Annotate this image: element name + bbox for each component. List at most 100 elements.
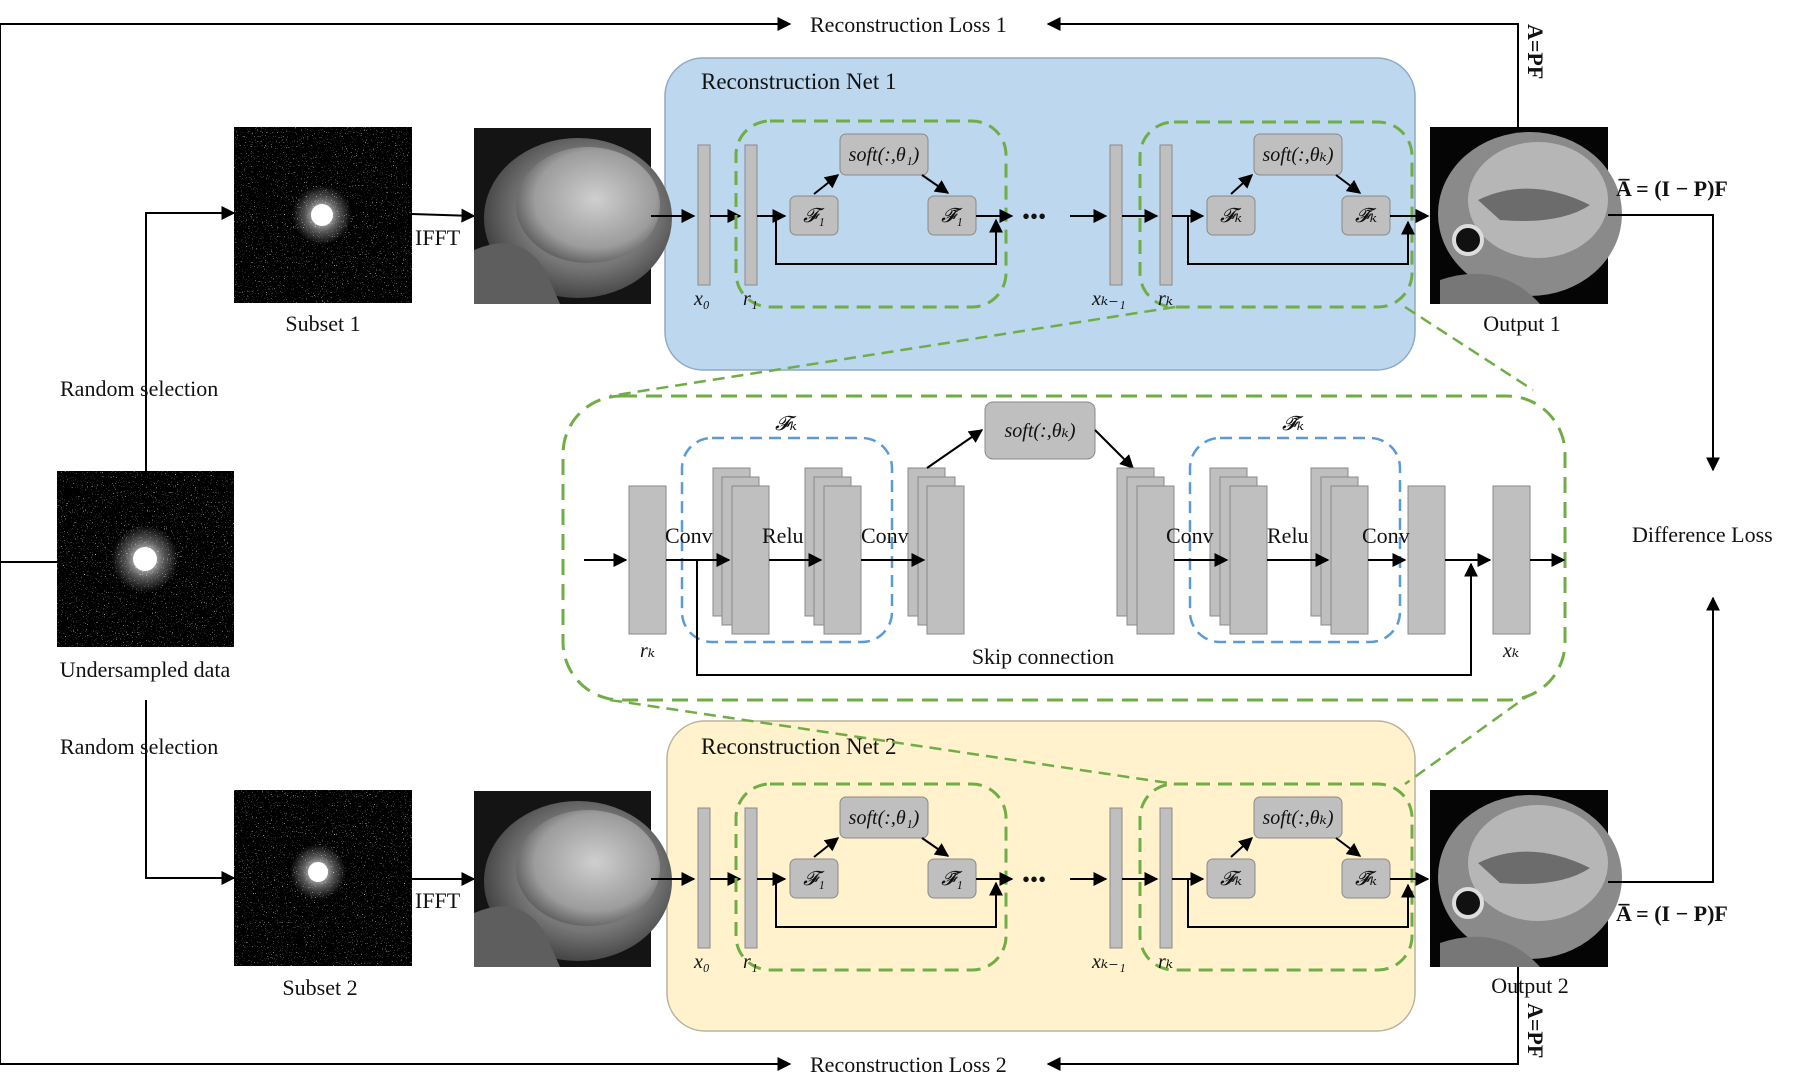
net1-xk1-label: xₖ₋₁ <box>1091 288 1126 310</box>
net2-x0-layer <box>697 807 711 949</box>
detail-soft-label: soft(:,θₖ) <box>1005 420 1076 442</box>
reconstruction-loss-2-loop <box>0 561 1519 1071</box>
subset1-label: Subset 1 <box>285 311 360 336</box>
detail-relu1-label: Relu <box>762 523 804 548</box>
detail-panel: rₖ 𝓕ₖ Conv Relu Conv soft(:,θₖ) 𝓕̃ₖ Conv <box>561 394 1567 702</box>
random-selection-2-label: Random selection <box>60 734 218 759</box>
net1-soft1-label: soft(:,θ₁) <box>849 144 920 166</box>
detail-xk-label: xₖ <box>1502 640 1519 662</box>
net1-soft1-box <box>839 133 929 176</box>
net1-F1t-label: 𝓕̃₁ <box>941 205 963 227</box>
difference-loss-arrows <box>1608 214 1720 883</box>
output2-label: Output 2 <box>1491 973 1569 998</box>
detail-Fk-dashed <box>680 436 894 644</box>
zero-filled-image-2 <box>474 791 672 967</box>
detail-skip-connection <box>696 560 1478 676</box>
detail-feature-map-2 <box>823 485 862 635</box>
detail-feature-map-5 <box>1229 485 1268 635</box>
output2-image <box>1430 790 1622 967</box>
net1-title: Reconstruction Net 1 <box>701 69 896 94</box>
detail-feature-map-3 <box>926 485 965 635</box>
net1-Fk-label: 𝓕ₖ <box>1220 205 1242 227</box>
net2-soft1-box <box>839 796 929 839</box>
detail-rk-layer <box>628 485 667 635</box>
detail-relu2-label: Relu <box>1267 523 1309 548</box>
net2-r1-label: r₁ <box>743 951 758 973</box>
detail-xk-layer <box>1492 485 1531 635</box>
net2-r1-layer <box>744 807 758 949</box>
net1-x0-label: x₀ <box>693 288 710 310</box>
ifft-arrows <box>411 208 476 886</box>
a-pf-top-label: A=PF <box>1523 24 1548 79</box>
detail-skip-label: Skip connection <box>972 644 1114 669</box>
detail-feature-map-1 <box>731 485 770 635</box>
zero-filled-image-1 <box>474 128 672 304</box>
net1-xk1-layer <box>1109 144 1123 286</box>
difference-loss-label: Difference Loss <box>1632 522 1773 547</box>
net1-r1-label: r₁ <box>743 288 758 310</box>
net2-Fkt-label: 𝓕̃ₖ <box>1355 868 1377 890</box>
detail-conv2-label: Conv <box>861 523 909 548</box>
net1-rk-label: rₖ <box>1158 288 1173 310</box>
subset1-image <box>234 127 412 303</box>
net2-internals: 𝓕₁ soft(:,θ₁) 𝓕̃₁ ••• 𝓕ₖ soft(:,θₖ) 𝓕̃ₖ … <box>651 782 1430 973</box>
net2-Fk-label: 𝓕ₖ <box>1220 868 1242 890</box>
net2-title: Reconstruction Net 2 <box>701 734 896 759</box>
detail-rk-label: rₖ <box>640 640 655 662</box>
a-bar-formula-1: A̅ = (I − P)F <box>1616 176 1728 201</box>
a-bar-formula-2: A̅ = (I − P)F <box>1616 901 1728 926</box>
net1-dots: ••• <box>1022 204 1046 229</box>
subset2-image <box>234 790 412 966</box>
a-pf-bottom-label: A=PF <box>1523 1003 1548 1058</box>
net1-stagek-dashed <box>1138 120 1414 309</box>
detail-conv1-label: Conv <box>665 523 713 548</box>
net1-F1-box <box>789 195 839 236</box>
detail-feature-map-7 <box>1407 485 1446 635</box>
net1-internals: 𝓕₁ soft(:,θ₁) 𝓕̃₁ ••• 𝓕ₖ soft(:,θₖ) 𝓕̃ₖ … <box>651 119 1430 310</box>
net1-x0-layer <box>697 144 711 286</box>
reconstruction-loss-1-label: Reconstruction Loss 1 <box>810 12 1007 37</box>
output1-label: Output 1 <box>1483 311 1561 336</box>
net1-rk-layer <box>1159 144 1173 286</box>
net1-Fk-box <box>1206 195 1256 236</box>
net2-Fk-box <box>1206 858 1256 899</box>
net1-r1-layer <box>744 144 758 286</box>
net2-xk1-label: xₖ₋₁ <box>1091 951 1126 973</box>
net1-Fkt-label: 𝓕̃ₖ <box>1355 205 1377 227</box>
random-selection-arrows <box>145 206 236 885</box>
detail-conv4-label: Conv <box>1362 523 1410 548</box>
net2-stagek-dashed <box>1138 782 1414 972</box>
net2-soft1-label: soft(:,θ₁) <box>849 807 920 829</box>
subset2-label: Subset 2 <box>282 975 357 1000</box>
net2-softk-box <box>1253 796 1343 839</box>
detail-feature-map-6 <box>1330 485 1369 635</box>
reconstruction-loss-1-loop <box>0 17 1519 562</box>
net2-dots: ••• <box>1022 867 1046 892</box>
net2-xk1-layer <box>1109 807 1123 949</box>
net2-rk-layer <box>1159 807 1173 949</box>
undersampled-label: Undersampled data <box>60 657 231 682</box>
net1-softk-box <box>1253 133 1343 176</box>
detail-conv3-label: Conv <box>1166 523 1214 548</box>
detail-Fk-label: 𝓕ₖ <box>775 413 797 435</box>
random-selection-1-label: Random selection <box>60 376 218 401</box>
zoom-connectors <box>609 305 1534 786</box>
ifft1-label: IFFT <box>415 225 461 250</box>
undersampled-image <box>57 471 234 647</box>
detail-Fkt-dashed <box>1188 436 1402 644</box>
reconstruction-loss-2-label: Reconstruction Loss 2 <box>810 1052 1007 1077</box>
net2-x0-label: x₀ <box>693 951 710 973</box>
net2-F1t-label: 𝓕̃₁ <box>941 868 963 890</box>
net2-softk-label: soft(:,θₖ) <box>1263 807 1334 829</box>
net1-softk-label: soft(:,θₖ) <box>1263 144 1334 166</box>
net2-F1-box <box>789 858 839 899</box>
detail-Fkt-label: 𝓕̃ₖ <box>1282 413 1304 435</box>
net2-F1-label: 𝓕₁ <box>803 868 825 890</box>
ifft2-label: IFFT <box>415 888 461 913</box>
net1-F1-label: 𝓕₁ <box>803 205 825 227</box>
output1-image <box>1430 127 1622 304</box>
detail-feature-map-4 <box>1136 485 1175 635</box>
net2-rk-label: rₖ <box>1158 951 1173 973</box>
